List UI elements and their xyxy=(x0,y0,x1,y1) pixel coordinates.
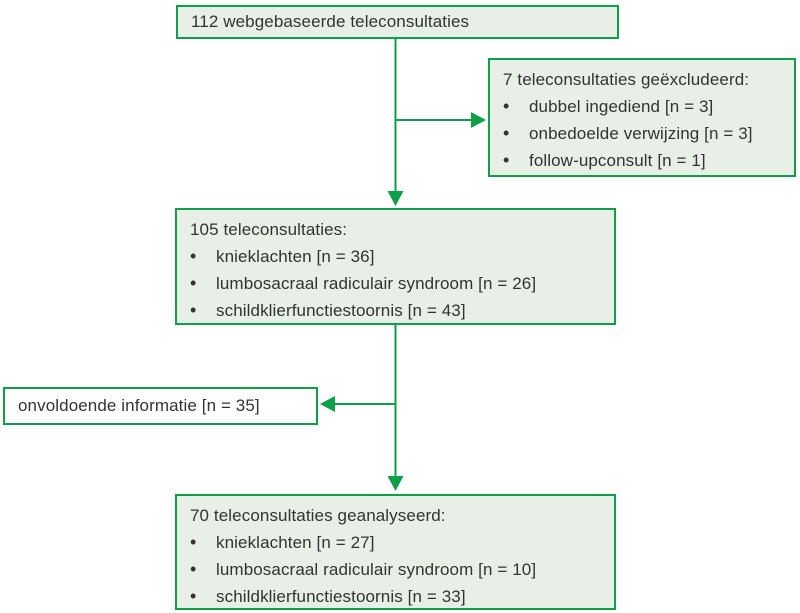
arrowhead-left-icon xyxy=(320,396,335,412)
list-item-label: schildklierfunctiestoornis [n = 43] xyxy=(216,301,466,320)
list-item: • schildklierfunctiestoornis [n = 43] xyxy=(190,297,608,324)
list-item-label: dubbel ingediend [n = 3] xyxy=(529,97,714,116)
arrowhead-down-icon xyxy=(387,476,404,491)
connector-start-to-included xyxy=(387,37,404,206)
list-item-label: lumbosacraal radiculair syndroom [n = 26… xyxy=(216,274,537,293)
arrowhead-down-icon xyxy=(387,191,404,206)
bullet-icon: • xyxy=(190,246,197,266)
list-item-label: onbedoelde verwijzing [n = 3] xyxy=(529,124,753,143)
bullet-icon: • xyxy=(190,559,197,579)
list-item: • lumbosacraal radiculair syndroom [n = … xyxy=(190,270,608,297)
list-item: • follow-upconsult [n = 1] xyxy=(503,147,788,174)
box-analyzed: 70 teleconsultaties geanalyseerd: • knie… xyxy=(175,494,616,610)
box-insufficient: onvoldoende informatie [n = 35] xyxy=(3,387,318,425)
box-included-title: 105 teleconsultaties: xyxy=(190,220,348,239)
list-item: • knieklachten [n = 27] xyxy=(190,529,608,556)
box-excluded-title: 7 teleconsultaties geëxcludeerd: xyxy=(503,70,750,89)
box-start-label: 112 webgebaseerde teleconsultaties xyxy=(191,12,470,31)
arrowhead-right-icon xyxy=(471,112,486,128)
list-item-label: knieklachten [n = 36] xyxy=(216,247,375,266)
list-item: • lumbosacraal radiculair syndroom [n = … xyxy=(190,556,608,583)
list-item-label: lumbosacraal radiculair syndroom [n = 10… xyxy=(216,560,537,579)
bullet-icon: • xyxy=(503,96,510,116)
connector-included-to-analyzed xyxy=(387,323,404,491)
list-item-label: schildklierfunctiestoornis [n = 33] xyxy=(216,587,466,606)
connector-branch-to-excluded xyxy=(395,112,486,128)
box-insufficient-label: onvoldoende informatie [n = 35] xyxy=(18,396,260,415)
bullet-icon: • xyxy=(190,300,197,320)
list-item-label: follow-upconsult [n = 1] xyxy=(529,151,706,170)
list-item: • dubbel ingediend [n = 3] xyxy=(503,93,788,120)
list-item-label: knieklachten [n = 27] xyxy=(216,533,375,552)
box-included: 105 teleconsultaties: • knieklachten [n … xyxy=(175,208,616,325)
box-analyzed-title: 70 teleconsultaties geanalyseerd: xyxy=(190,506,446,525)
list-item: • onbedoelde verwijzing [n = 3] xyxy=(503,120,788,147)
bullet-icon: • xyxy=(503,150,510,170)
bullet-icon: • xyxy=(503,123,510,143)
box-excluded: 7 teleconsultaties geëxcludeerd: • dubbe… xyxy=(488,58,796,177)
connector-branch-to-insufficient xyxy=(320,396,396,412)
bullet-icon: • xyxy=(190,273,197,293)
box-start: 112 webgebaseerde teleconsultaties xyxy=(176,5,619,39)
list-item: • knieklachten [n = 36] xyxy=(190,243,608,270)
list-item: • schildklierfunctiestoornis [n = 33] xyxy=(190,583,608,610)
bullet-icon: • xyxy=(190,586,197,606)
bullet-icon: • xyxy=(190,532,197,552)
